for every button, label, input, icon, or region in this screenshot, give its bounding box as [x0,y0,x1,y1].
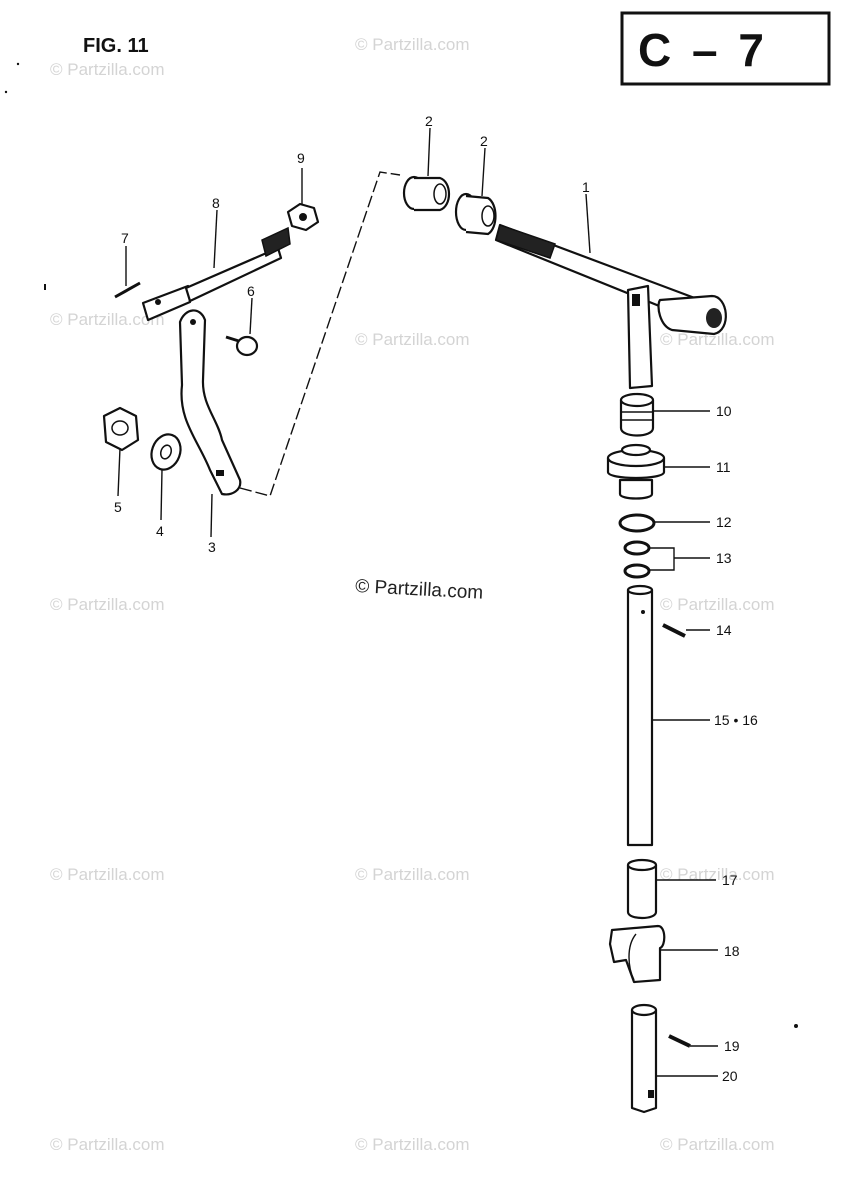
leader-lines [117,127,718,1077]
callout-7: 7 [121,230,129,246]
part-7-pin [114,281,141,299]
callouts: 1 2 2 3 4 5 6 7 8 9 10 11 12 13 14 15 • … [114,113,758,1084]
callout-1: 1 [582,179,590,195]
callout-12: 12 [716,514,732,530]
part-5-nut [102,406,140,452]
part-8-rod [141,226,291,322]
part-12-oring [618,513,656,533]
callout-3: 3 [208,539,216,555]
callout-2a: 2 [425,113,433,129]
watermark: © Partzilla.com [355,865,470,884]
watermark: © Partzilla.com [50,60,165,79]
callout-4: 4 [156,523,164,539]
part-10-bushing [619,392,655,437]
watermark: © Partzilla.com [50,310,165,329]
scan-specks [4,62,798,1028]
part-4-washer [150,433,182,471]
part-2-bushing-right [454,192,497,236]
callout-19: 19 [724,1038,740,1054]
callout-2b: 2 [480,133,488,149]
watermarks: © Partzilla.com © Partzilla.com © Partzi… [50,35,775,1154]
section-code: C – 7 [638,24,768,76]
callout-14: 14 [716,622,732,638]
watermark: © Partzilla.com [50,1135,165,1154]
part-1-shaft [494,223,727,390]
callout-11: 11 [716,459,731,475]
watermark: © Partzilla.com [660,330,775,349]
callout-17: 17 [722,872,738,888]
callout-8: 8 [212,195,220,211]
watermark: © Partzilla.com [660,1135,775,1154]
callout-15-16: 15 • 16 [714,712,758,728]
callout-9: 9 [297,150,305,166]
callout-20: 20 [722,1068,738,1084]
part-20-shaft [630,1003,658,1114]
part-14-pin [662,623,686,638]
callout-6: 6 [247,283,255,299]
watermark: © Partzilla.com [660,865,775,884]
callout-18: 18 [724,943,740,959]
callout-5: 5 [114,499,122,515]
part-6-pin [225,335,259,357]
part-15-16-rod [626,584,654,847]
assembly-leader-line [239,171,401,497]
center-watermark: © Partzilla.com [355,576,484,604]
callout-10: 10 [716,403,732,419]
part-11-collar [606,443,666,500]
part-3-bracket [178,309,242,496]
figure-label: FIG. 11 [83,35,149,57]
watermark: © Partzilla.com [50,595,165,614]
watermark: © Partzilla.com [50,865,165,884]
part-18-clamp [608,924,666,984]
callout-13: 13 [716,550,732,566]
part-9-nut [286,202,320,232]
part-17-sleeve [626,858,658,920]
part-2-bushing-left [402,175,451,212]
watermark: © Partzilla.com [355,330,470,349]
section-code-box: C – 7 [620,11,831,86]
watermark: © Partzilla.com [355,1135,470,1154]
part-13-orings [623,540,651,579]
watermark: © Partzilla.com [660,595,775,614]
watermark: © Partzilla.com [355,35,470,54]
part-19-pin [668,1034,691,1048]
